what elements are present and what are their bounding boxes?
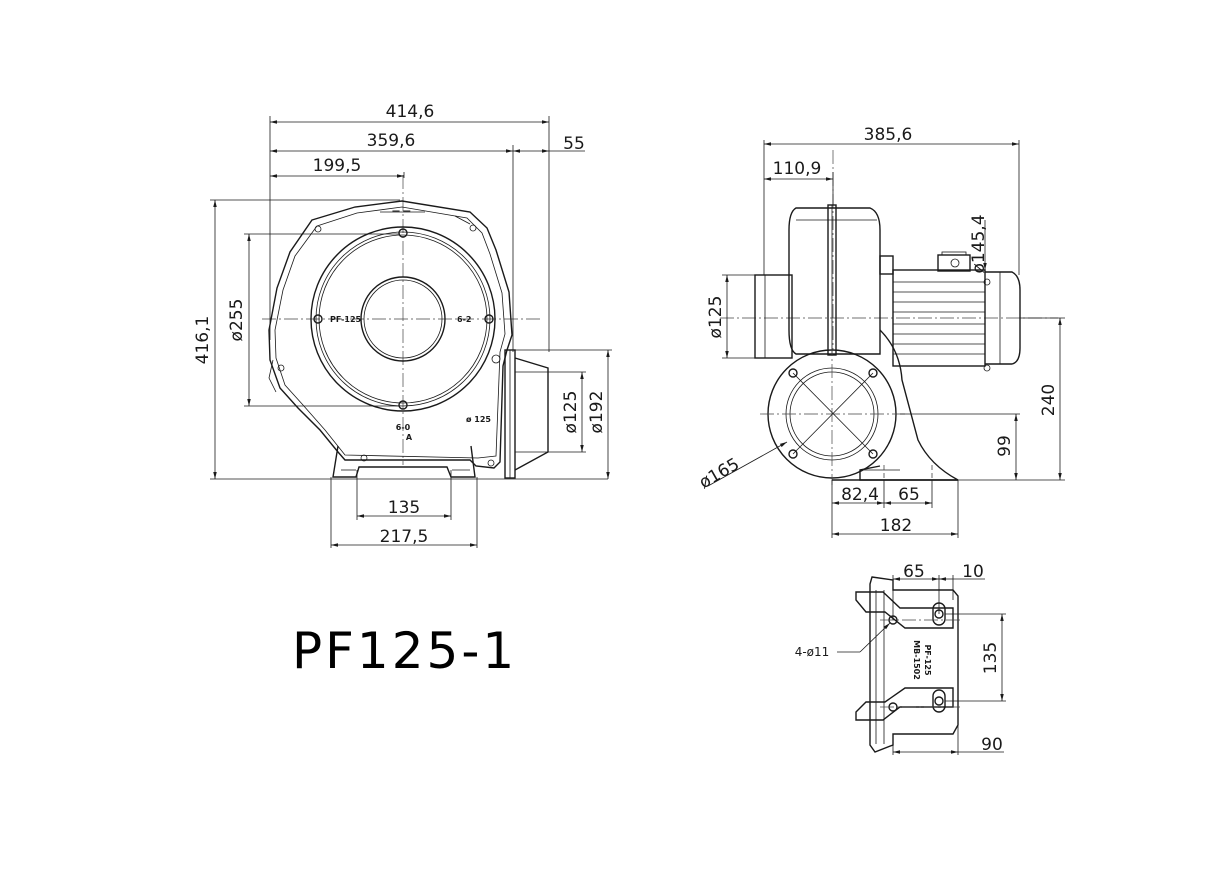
front-bolt-left — [313, 314, 323, 324]
dim-base-length: 182 — [880, 516, 912, 536]
dim-base-depth: 90 — [981, 735, 1003, 755]
dim-base-width: 217,5 — [380, 527, 429, 547]
front-casing-outline — [268, 200, 513, 469]
model-name: PF125-1 — [292, 622, 517, 680]
outlet-label: ø 125 — [466, 415, 491, 424]
front-bolt-top — [398, 228, 408, 238]
dim-side-overall-length: 385,6 — [864, 125, 913, 145]
base-dimensions: 65 10 4-ø11 135 90 — [795, 562, 1006, 755]
dim-center-offset: 199,5 — [313, 156, 362, 176]
inlet-ring-outer — [310, 226, 496, 412]
dim-overall-width: 414,6 — [386, 102, 435, 122]
dim-inlet-dia: ø125 — [706, 296, 726, 339]
base-hole-bottom-right — [934, 696, 944, 706]
dim-base-hole-pitch-2: 135 — [981, 642, 1001, 674]
side-view — [720, 150, 1058, 485]
dim-outlet-flange-dia: ø192 — [587, 391, 607, 434]
dim-edge-offset: 10 — [962, 562, 984, 582]
dim-overall-height: 416,1 — [193, 316, 213, 365]
front-base — [332, 445, 476, 478]
dim-base-hole-spacing: 65 — [903, 562, 925, 582]
base-plate-label-1: PF-125 — [923, 644, 932, 676]
inlet-opening — [360, 276, 446, 362]
side-inlet-duct — [754, 274, 793, 359]
dim-outlet-height: 99 — [995, 435, 1015, 457]
side-housing — [788, 207, 881, 355]
casing-label-bottom-1: 6-0 — [396, 423, 411, 432]
casing-label-left: PF-125 — [330, 315, 362, 324]
side-motor — [892, 269, 986, 367]
front-dimensions: 414,6 359,6 55 199,5 416,1 ø255 ø125 ø19… — [193, 102, 612, 548]
dim-outlet-inner-dia: ø125 — [561, 391, 581, 434]
dim-base-hole-pitch: 135 — [388, 498, 420, 518]
motor-terminal-box — [937, 254, 971, 272]
casing-label-bottom-2: A — [406, 433, 413, 442]
dim-body-width: 359,6 — [367, 131, 416, 151]
dim-base-offset: 82,4 — [841, 485, 879, 505]
dim-holes: 4-ø11 — [795, 645, 830, 659]
base-view: PF-125 MB-1502 — [855, 576, 960, 753]
dim-inlet-depth: 110,9 — [773, 159, 822, 179]
dim-inlet-ring-dia: ø255 — [227, 299, 247, 342]
dim-center-height: 240 — [1039, 384, 1059, 416]
svg-text:— —: — — — [392, 206, 411, 215]
dim-side-hole-spacing: 65 — [898, 485, 920, 505]
dim-outlet-offset: 55 — [563, 134, 585, 154]
dim-outlet-dia: ø165 — [696, 454, 743, 493]
front-bolt-right — [484, 314, 494, 324]
front-bolt-bottom — [398, 400, 408, 410]
dim-motor-dia: ø145,4 — [969, 214, 989, 273]
front-view: — — PF-125 6-2 6-0 A ø 125 — [262, 175, 549, 479]
casing-label-right: 6-2 — [457, 315, 471, 324]
base-plate-label-2: MB-1502 — [912, 640, 921, 680]
outlet-duct — [514, 357, 549, 471]
